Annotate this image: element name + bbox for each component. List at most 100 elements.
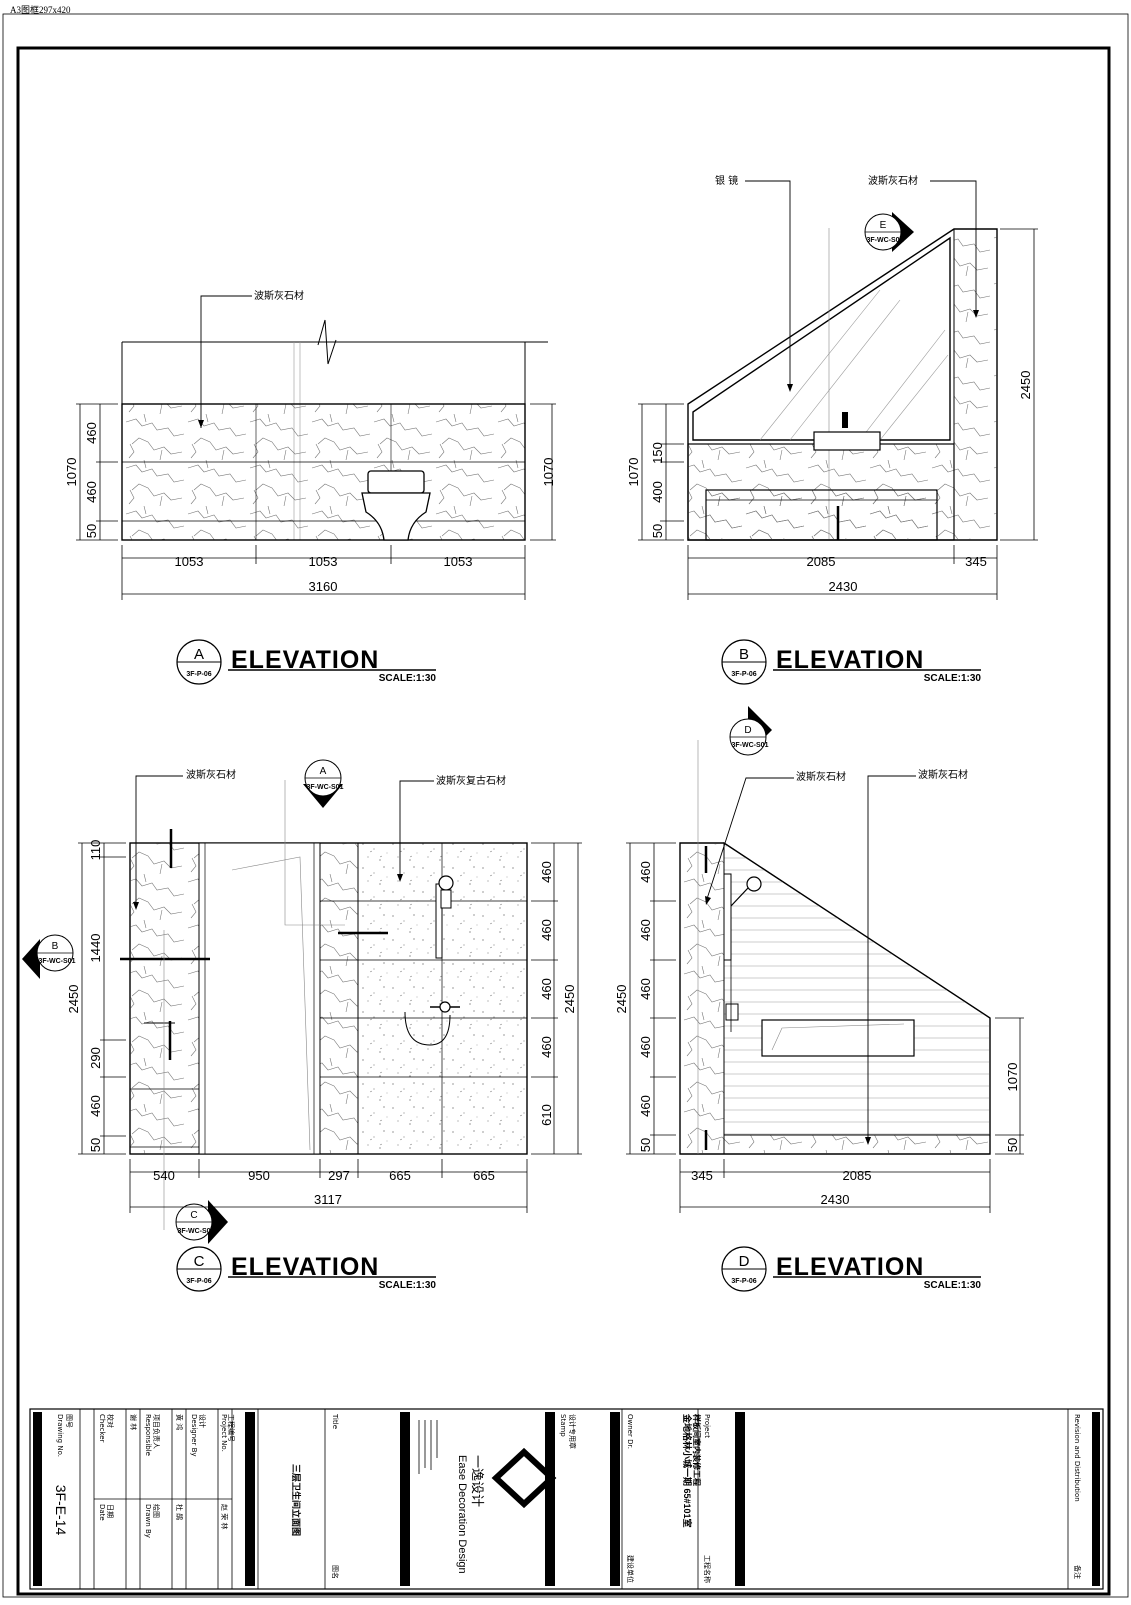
drawing-number: 3F-E-14 bbox=[53, 1485, 69, 1536]
svg-text:赵 荣 林: 赵 荣 林 bbox=[220, 1504, 229, 1529]
label-stone-d2: 波斯灰石材 bbox=[918, 768, 968, 781]
svg-text:Date: Date bbox=[98, 1504, 106, 1521]
shower-set-icon bbox=[404, 875, 460, 1046]
svg-text:SCALE:1:30: SCALE:1:30 bbox=[379, 1280, 437, 1291]
company-logo-icon bbox=[491, 1447, 557, 1509]
dim-c-l1: 110 bbox=[88, 840, 103, 861]
trim-frame bbox=[2, 13, 1129, 1598]
dim-c-ltotal: 2450 bbox=[66, 985, 81, 1014]
dim-b-hright: 2450 bbox=[1018, 371, 1033, 400]
svg-text:SCALE:1:30: SCALE:1:30 bbox=[924, 673, 982, 684]
label-mirror-b: 银 镜 bbox=[715, 174, 738, 187]
dim-c-w1: 540 bbox=[153, 1168, 175, 1183]
label-stone-d1: 波斯灰石材 bbox=[796, 770, 846, 783]
dim-a-htotal: 1070 bbox=[64, 458, 79, 487]
svg-text:Checker: Checker bbox=[98, 1414, 106, 1443]
svg-text:图号: 图号 bbox=[65, 1414, 73, 1428]
dim-b-h3: 50 bbox=[650, 524, 665, 538]
elevation-b-title: B 3F-P-06 ELEVATION SCALE:1:30 bbox=[721, 639, 982, 685]
dim-d-ltotal: 2450 bbox=[614, 985, 629, 1014]
outer-frame bbox=[16, 46, 1111, 1596]
dim-d-l3: 460 bbox=[638, 978, 653, 1000]
svg-text:谢 林: 谢 林 bbox=[129, 1414, 138, 1430]
svg-text:3F-P-06: 3F-P-06 bbox=[731, 1278, 756, 1285]
elevation-d: 波斯灰石材 波斯灰石材 D 3F-WC-S01 345 2085 bbox=[614, 706, 1024, 1292]
dim-d-l2: 460 bbox=[638, 919, 653, 941]
dim-a-hright: 1070 bbox=[541, 458, 556, 487]
shower-set-icon-d bbox=[723, 873, 762, 1032]
dim-c-r4: 460 bbox=[539, 1036, 554, 1058]
svg-text:杜 鹃: 杜 鹃 bbox=[175, 1504, 184, 1520]
svg-text:Project: Project bbox=[703, 1414, 711, 1438]
svg-text:Responsible: Responsible bbox=[144, 1414, 152, 1456]
svg-text:3F-P-06: 3F-P-06 bbox=[186, 671, 211, 678]
svg-text:C: C bbox=[190, 1210, 197, 1221]
svg-text:B: B bbox=[52, 941, 59, 952]
svg-text:Title: Title bbox=[331, 1413, 339, 1429]
svg-text:3F-WC-S01: 3F-WC-S01 bbox=[39, 958, 76, 965]
label-stone-a: 波斯灰石材 bbox=[254, 289, 304, 302]
dim-b-total: 2430 bbox=[829, 579, 858, 594]
section-marker-e: E 3F-WC-S01 bbox=[864, 212, 914, 252]
dim-b-h1: 150 bbox=[650, 442, 665, 464]
dim-d-w1: 345 bbox=[691, 1168, 713, 1183]
section-marker-d: D 3F-WC-S01 bbox=[729, 706, 772, 756]
title-block: Drawing No. 图号 3F-E-14 Checker 校对 谢 林 Da… bbox=[29, 1408, 1104, 1590]
project-name-line2: 样板间室内装修工程 bbox=[692, 1414, 702, 1486]
svg-text:备注: 备注 bbox=[1073, 1565, 1082, 1579]
dim-a-h2: 460 bbox=[84, 481, 99, 503]
dim-d-l1: 460 bbox=[638, 861, 653, 883]
svg-text:日期: 日期 bbox=[106, 1504, 114, 1518]
dim-d-r1: 1070 bbox=[1005, 1063, 1020, 1092]
label-stone-rough-c: 波斯灰复古石材 bbox=[436, 774, 506, 787]
elevation-c-title: C 3F-P-06 ELEVATION SCALE:1:30 bbox=[176, 1246, 437, 1292]
dim-c-w3: 297 bbox=[328, 1168, 350, 1183]
svg-text:A: A bbox=[194, 646, 204, 663]
dim-b-w2: 345 bbox=[965, 554, 987, 569]
svg-text:设计: 设计 bbox=[198, 1414, 207, 1428]
svg-text:建设单位: 建设单位 bbox=[626, 1555, 635, 1583]
dim-d-w2: 2085 bbox=[843, 1168, 872, 1183]
svg-text:Stamp: Stamp bbox=[559, 1414, 567, 1437]
svg-text:设计专用章: 设计专用章 bbox=[568, 1414, 577, 1449]
sheet-size-note: A3图框297x420 bbox=[10, 5, 71, 15]
svg-text:3F-WC-S01: 3F-WC-S01 bbox=[178, 1228, 215, 1235]
dim-c-total: 3117 bbox=[314, 1192, 342, 1207]
dim-c-r1: 460 bbox=[539, 861, 554, 883]
svg-text:A: A bbox=[320, 766, 327, 777]
company-name-en: Ease Decoration Design bbox=[456, 1455, 468, 1574]
svg-text:D: D bbox=[744, 725, 751, 736]
svg-text:Revision and Distribution: Revision and Distribution bbox=[1073, 1414, 1081, 1502]
dim-c-rtotal: 2450 bbox=[562, 985, 577, 1014]
elevation-a: 波斯灰石材 1053 1053 1053 3160 bbox=[64, 289, 556, 685]
elevation-a-title: A 3F-P-06 ELEVATION SCALE:1:30 bbox=[176, 639, 436, 685]
svg-text:项目负责人: 项目负责人 bbox=[152, 1414, 161, 1449]
tiled-wall bbox=[723, 842, 991, 1136]
svg-text:B: B bbox=[739, 646, 749, 663]
dim-d-l4: 460 bbox=[638, 1036, 653, 1058]
drawing-title: 三层卫生间立面图 bbox=[291, 1464, 302, 1536]
svg-text:Drawn By: Drawn By bbox=[144, 1504, 152, 1538]
dim-c-l2: 1440 bbox=[88, 934, 103, 963]
svg-text:3F-WC-S01: 3F-WC-S01 bbox=[867, 237, 904, 244]
dim-b-h2: 400 bbox=[650, 481, 665, 503]
dim-a-h1: 460 bbox=[84, 422, 99, 444]
dim-d-total: 2430 bbox=[821, 1192, 850, 1207]
toilet-icon bbox=[361, 470, 431, 541]
svg-text:Project No.: Project No. bbox=[220, 1414, 228, 1452]
svg-text:工程名称: 工程名称 bbox=[703, 1555, 712, 1583]
dim-d-r2: 50 bbox=[1005, 1138, 1020, 1152]
dim-c-w2: 950 bbox=[248, 1168, 270, 1183]
dim-c-l4: 460 bbox=[88, 1095, 103, 1117]
break-mark bbox=[317, 319, 337, 365]
svg-text:Drawing No.: Drawing No. bbox=[56, 1414, 64, 1457]
svg-text:3F-P-06: 3F-P-06 bbox=[731, 671, 756, 678]
dim-c-w4: 665 bbox=[389, 1168, 411, 1183]
label-stone-b: 波斯灰石材 bbox=[868, 174, 918, 187]
stone-wall-panel bbox=[121, 403, 526, 541]
dim-c-w5: 665 bbox=[473, 1168, 495, 1183]
mirror-panel bbox=[692, 236, 951, 441]
svg-text:工程编号: 工程编号 bbox=[227, 1414, 236, 1442]
elevation-b: 银 镜 波斯灰石材 E 3F-WC-S01 2085 345 2 bbox=[626, 174, 1038, 685]
